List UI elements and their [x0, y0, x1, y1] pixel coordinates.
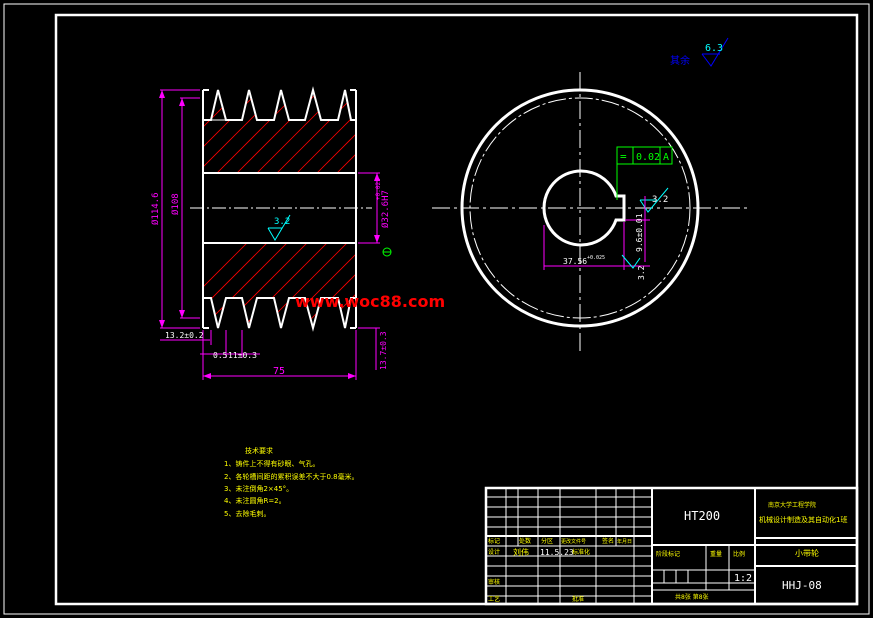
row-design: 设计	[488, 548, 500, 556]
front-view: Ø114.6 Ø108 Ø32.6H7 +0.021 3.2 13.2±0.2 …	[150, 86, 392, 380]
dim-hub-tol: +0.025	[587, 255, 605, 261]
inner-frame	[54, 13, 859, 606]
scale-label: 比例	[733, 550, 745, 558]
dim-groove-width: 11±0.3	[228, 351, 257, 360]
row-review: 审核	[488, 578, 500, 586]
dim-hub: 37.56	[563, 257, 587, 266]
surface-note-label: 其余	[670, 54, 690, 67]
tolerance-symbol-front	[382, 247, 392, 257]
course-name: 机械设计制造及其自动化1班	[759, 515, 847, 524]
flatness-frame	[616, 146, 673, 200]
tech-note-5: 5、去除毛刺。	[224, 509, 270, 518]
part-name: 小带轮	[795, 548, 819, 558]
hatch-bottom	[203, 243, 356, 328]
material: HT200	[684, 509, 720, 523]
stage-label: 阶段标记	[656, 550, 680, 558]
header-cell-4: 更改文件号	[561, 538, 586, 545]
dim-bore: Ø32.6H7	[380, 190, 391, 228]
bore-with-keyway	[542, 169, 626, 247]
roughness-symbol-bottom	[621, 254, 641, 269]
dim-edge: 13.7±0.3	[379, 331, 388, 370]
drawing-number: HHJ-08	[782, 579, 822, 592]
scale-value: 1:2	[734, 573, 752, 584]
surface-note-value: 6.3	[705, 43, 723, 54]
tech-note-1: 1、铸件上不得有砂眼、气孔。	[224, 459, 319, 468]
tech-notes: 技术要求 1、铸件上不得有砂眼、气孔。 2、各轮槽间距的累积误差不大于0.8毫米…	[224, 446, 359, 518]
dim-first-groove: 0.5	[213, 351, 228, 360]
weight-label: 重量	[710, 550, 722, 558]
side-view: = 0.02 A 3.2 9.6±0.01 37.56 +0.025 3.2	[432, 72, 748, 352]
tech-note-2: 2、各轮槽间距的累积误差不大于0.8毫米。	[224, 472, 359, 481]
hatch-top	[203, 90, 356, 173]
roughness-symbol-bore	[267, 214, 291, 241]
flatness-symbol: =	[620, 150, 627, 163]
header-cell-5: 签名	[602, 537, 614, 545]
roughness-bottom-value: 3.2	[637, 265, 646, 280]
row-process: 工艺	[488, 595, 500, 603]
row-approve: 批准	[572, 595, 584, 603]
dim-key-width: 9.6±0.01	[635, 213, 644, 252]
roughness-keyway-value: 3.2	[652, 195, 668, 205]
watermark: www.woc88.com	[295, 292, 445, 311]
flatness-datum: A	[663, 152, 669, 163]
designer-name: 刘伟	[513, 547, 529, 557]
surface-note: 其余 6.3	[670, 37, 729, 67]
dim-pitch: 13.2±0.2	[165, 331, 204, 340]
header-cell-2: 处数	[519, 537, 531, 545]
tech-notes-title: 技术要求	[245, 446, 273, 455]
school-name: 南京大学工程学院	[768, 501, 816, 509]
sheet-info: 共8张 第8张	[675, 593, 709, 601]
roughness-bore-value: 3.2	[274, 217, 290, 227]
title-block: 标记 处数 分区 更改文件号 签名 年月日 设计 刘伟 11.5.23 标准化 …	[484, 486, 859, 606]
row-std: 标准化	[572, 548, 590, 556]
flatness-value: 0.02	[636, 152, 660, 163]
dim-groove-diameter: Ø108	[170, 193, 181, 215]
tech-note-4: 4、未注圆角R=2。	[224, 496, 286, 505]
outer-frame	[3, 3, 870, 615]
dim-outer-diameter: Ø114.6	[150, 192, 161, 225]
dim-width: 75	[273, 366, 285, 377]
header-cell-6: 年月日	[617, 538, 632, 545]
header-cell-3: 分区	[541, 537, 553, 545]
tech-note-3: 3、未注倒角2×45°。	[224, 484, 293, 493]
design-date: 11.5.23	[540, 548, 574, 557]
dim-right-tol: +0.021	[375, 178, 382, 200]
header-cell-1: 标记	[488, 537, 500, 545]
roughness-symbol-keyway	[639, 187, 669, 213]
